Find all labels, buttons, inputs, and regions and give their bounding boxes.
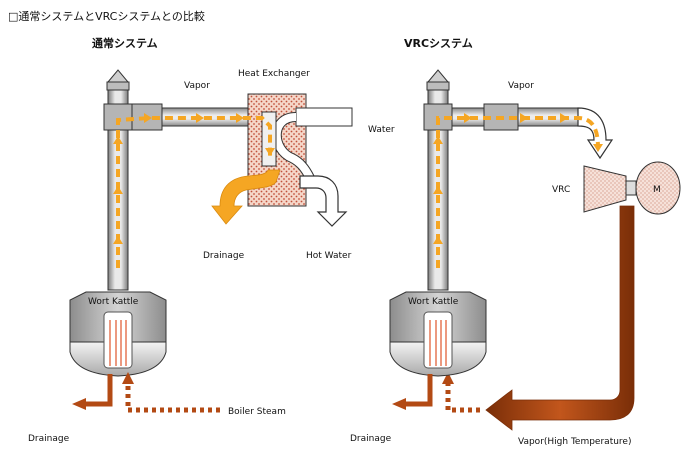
water-inlet-pipe [295,107,353,127]
motor [635,161,681,215]
high-temp-vapor-label: Vapor(High Temperature) [518,437,631,447]
left-system-title: 通常システム [92,36,158,50]
left-heater-coils [109,320,127,366]
left-kettle-label: Wort Kattle [88,297,139,307]
hot-water-arrow [299,175,348,227]
right-drainage-bottom-label: Drainage [350,434,392,444]
hot-water-label: Hot Water [306,251,352,261]
boiler-steam-flow [125,382,220,413]
right-drainage-arrowhead [392,398,406,410]
right-kettle-label: Wort Kattle [408,297,459,307]
exchanger-coil-inner [272,113,314,180]
drainage-top-label: Drainage [203,251,245,261]
left-vapor-flow [116,116,272,268]
page-title: □通常システムとVRCシステムとの比較 [8,9,205,23]
right-drainage-flow [404,374,433,407]
right-steam-arrowhead [442,372,454,384]
left-pipe-elbow [103,103,133,131]
vrc-label: VRC [552,185,570,195]
left-vapor-arrowheads [113,113,275,244]
high-temp-vapor-arrow [485,205,635,431]
left-system: 通常システム [28,36,395,444]
right-vapor-arrowheads [433,113,603,244]
vrc-compressor [583,165,627,213]
boiler-steam-arrowhead [122,372,134,384]
water-label: Water [368,125,395,135]
right-vapor-label: Vapor [508,81,534,91]
left-heater [103,311,133,369]
right-system-title: VRCシステム [404,37,473,50]
right-heater-coils [429,320,447,366]
right-vapor-flow [436,116,600,268]
right-heater [423,311,453,369]
motor-label: M [653,185,661,195]
left-drainage-arrowhead [72,398,86,410]
left-vapor-label: Vapor [184,81,210,91]
right-system: VRCシステム M [350,37,681,447]
vrc-shaft [625,180,637,196]
left-drainage-flow [84,374,113,407]
heat-exchanger-label: Heat Exchanger [238,69,310,79]
right-steam-flow [445,382,480,413]
boiler-steam-label: Boiler Steam [228,407,286,417]
drainage-arrow-top [211,169,281,225]
left-drainage-bottom-label: Drainage [28,434,70,444]
